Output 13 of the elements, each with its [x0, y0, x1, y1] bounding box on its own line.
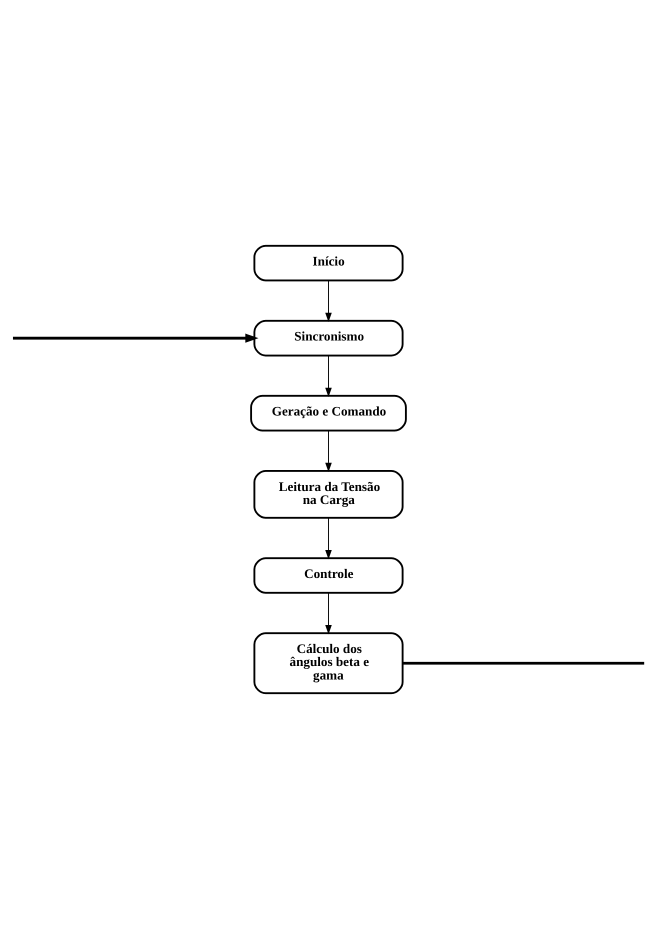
arrow: [325, 280, 332, 322]
arrow: [12, 333, 258, 342]
connector: [402, 661, 644, 664]
arrow: [325, 430, 332, 472]
arrow: [325, 592, 332, 634]
node-box: Início: [253, 244, 404, 281]
arrow: [325, 354, 332, 397]
node-box: Leitura da Tensão na Carga: [253, 469, 404, 518]
node-box: Cálculo dos ângulos beta e gama: [253, 632, 404, 694]
node-box: Geração e Comando: [250, 394, 407, 431]
node-box: Controle: [253, 556, 404, 594]
arrow: [325, 517, 332, 559]
node-box: Sincronismo: [253, 319, 404, 356]
